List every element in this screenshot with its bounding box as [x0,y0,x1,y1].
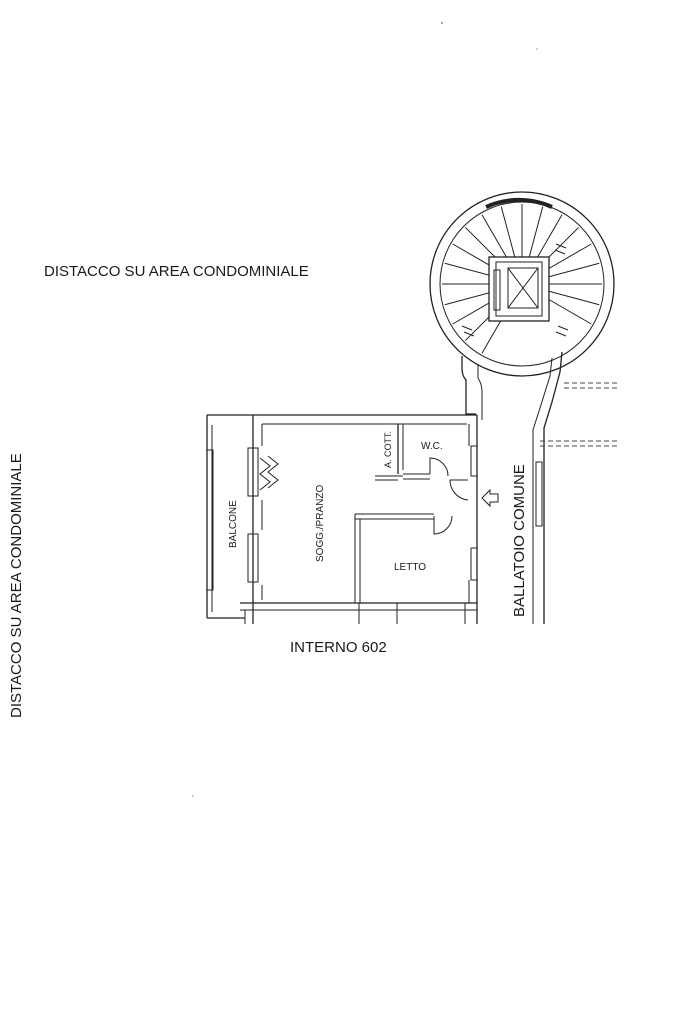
scan-speck [192,795,194,797]
apartment-outline [206,414,478,624]
interior-walls [354,424,434,603]
elevator-car [507,267,539,309]
scan-speck [441,22,443,24]
entrance-arrow-icon [481,488,499,508]
corridor-label: BALLATOIO COMUNE [511,464,528,617]
side-setback-note: DISTACCO SU AREA CONDOMINIALE [8,453,25,718]
stair-neck [461,351,563,624]
corridor-window [535,461,543,527]
room-label-soggiorno: SOGG./PRANZO [315,485,326,562]
stair-tower [429,191,615,377]
room-label-cottura: A. COTT. [383,431,393,468]
dashed-extension-lines [540,382,620,447]
top-setback-note: DISTACCO SU AREA CONDOMINIALE [44,263,309,280]
room-label-wc: W.C. [421,441,443,452]
unit-name-label: INTERNO 602 [290,639,387,656]
scan-speck [536,48,538,50]
door-swings [429,457,469,535]
room-label-balcone: BALCONE [228,500,239,548]
room-label-letto: LETTO [394,562,426,573]
